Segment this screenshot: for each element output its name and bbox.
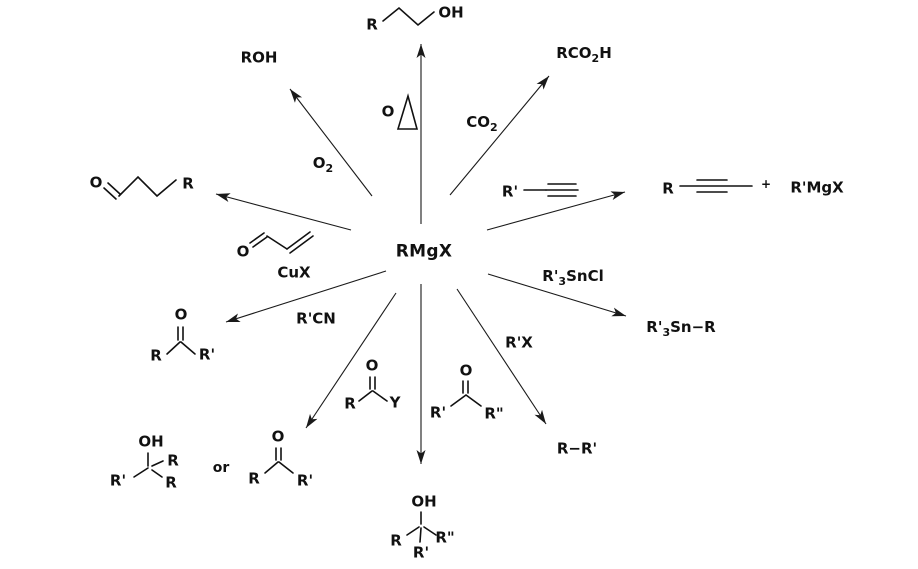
- primary-alcohol-oh-label: OH: [438, 3, 464, 22]
- or-ketone-double-bond: [275, 447, 282, 461]
- coupling-product-label: R−R': [556, 439, 598, 458]
- arrow-co2-upper-right: [449, 75, 550, 196]
- arrow-alkyl-halide: [456, 288, 547, 425]
- nitrile-ketone-r-label: R: [150, 346, 162, 365]
- arrow-enal-left: [215, 193, 352, 231]
- primary-alcohol-r-label: R: [366, 15, 378, 34]
- acyl-double-bond: [369, 376, 376, 390]
- o2-base: O: [312, 154, 326, 172]
- co2-subscript: 2: [490, 121, 498, 134]
- stannyl-reagent-p2: SnCl: [566, 267, 604, 285]
- aldehyde-double-bond: [103, 182, 121, 200]
- aldehyde-chain: [118, 175, 177, 198]
- alkyne-reagent-triple-bond: [545, 183, 579, 197]
- ketone-reagent-arms: [450, 394, 482, 407]
- aldehyde-r-label: R: [182, 174, 194, 193]
- enal-o-label: O: [236, 242, 250, 261]
- or-alcohol-r-bottom-label: R: [165, 473, 177, 492]
- structure-bonds: [103, 6, 753, 543]
- stannane-subscript: 3: [662, 326, 671, 339]
- or-ketone-rp-label: R': [296, 471, 314, 490]
- reaction-arrows: [215, 44, 627, 464]
- ketone-reagent-double-bond: [462, 380, 469, 394]
- tert-alcohol-arms: [406, 526, 437, 543]
- epoxide-ring: [396, 93, 419, 130]
- arrow-alkyne-right: [486, 191, 626, 231]
- acyl-r-label: R: [344, 394, 356, 413]
- tert-alcohol-r-label: R: [390, 531, 402, 550]
- acid-part2: H: [599, 44, 612, 62]
- roh-product-label: ROH: [240, 48, 278, 67]
- nitrile-ketone-double-bond: [177, 326, 184, 341]
- tert-alcohol-rpp-label: R": [435, 528, 455, 547]
- aldehyde-o-label: O: [89, 173, 103, 192]
- nitrile-ketone-arms: [166, 341, 196, 355]
- or-text: or: [212, 460, 230, 476]
- cux-reagent-label: CuX: [277, 263, 311, 282]
- or-ketone-r-label: R: [248, 469, 260, 488]
- alkyne-product-r-label: R: [662, 179, 674, 198]
- or-alcohol-oh-label: OH: [138, 432, 164, 451]
- arrow-o2-upper-left: [289, 88, 373, 197]
- byproduct-rmgx-label: R'MgX: [790, 178, 844, 197]
- or-alcohol-rp-label: R': [109, 471, 127, 490]
- tert-alcohol-oh-label: OH: [411, 492, 437, 511]
- stannyl-reagent-label: R'3SnCl: [542, 267, 604, 288]
- alkyne-reagent-r-label: R': [501, 182, 519, 201]
- alkyne-product-triple-bond: [696, 179, 728, 193]
- stannyl-reagent-subscript: 3: [558, 275, 567, 288]
- ketone-reagent-rp-label: R': [429, 403, 447, 422]
- stannane-product-label: R'3Sn−R: [646, 318, 716, 339]
- alkyl-halide-reagent-label: R'X: [505, 333, 533, 352]
- primary-alcohol-skeleton: [382, 6, 435, 27]
- stannyl-reagent-p1: R': [542, 267, 559, 285]
- ketone-reagent-o-label: O: [459, 361, 473, 380]
- or-ketone-o-label: O: [271, 427, 285, 446]
- acyl-y-label: Y: [389, 393, 401, 412]
- enal-single-bond: [266, 235, 288, 250]
- stannane-p2: Sn−R: [670, 318, 716, 336]
- o2-reagent-label: O2: [312, 154, 334, 175]
- tert-alcohol-rp-label: R': [412, 543, 430, 562]
- acyl-arms: [358, 390, 388, 402]
- acyl-o-label: O: [365, 356, 379, 375]
- enal-cc-double-bond: [286, 231, 314, 254]
- center-rmgx-label: RMgX: [395, 241, 453, 262]
- nitrile-ketone-o-label: O: [174, 305, 188, 324]
- enal-co-double-bond: [249, 232, 268, 248]
- arrow-nitrile-left: [225, 270, 387, 323]
- arrow-stannyl-lower-right: [487, 273, 627, 317]
- o2-subscript: 2: [325, 162, 334, 175]
- stannane-p1: R': [646, 318, 663, 336]
- or-ketone-arms: [264, 461, 294, 474]
- or-alcohol-arms: [133, 460, 164, 478]
- epoxide-o-label: O: [381, 102, 395, 121]
- carboxylic-acid-label: RCO2H: [556, 44, 612, 65]
- co2-base: CO: [466, 113, 491, 131]
- nitrile-ketone-rp-label: R': [198, 345, 216, 364]
- arrow-acyl-lower-left: [305, 292, 397, 429]
- nitrile-reagent-label: R'CN: [296, 309, 336, 328]
- ketone-reagent-rpp-label: R": [484, 404, 504, 423]
- plus-sign: +: [760, 177, 772, 191]
- or-alcohol-r-top-label: R: [167, 451, 179, 470]
- co2-reagent-label: CO2: [466, 113, 498, 134]
- acid-subscript: 2: [591, 52, 600, 65]
- acid-part1: RCO: [556, 44, 592, 62]
